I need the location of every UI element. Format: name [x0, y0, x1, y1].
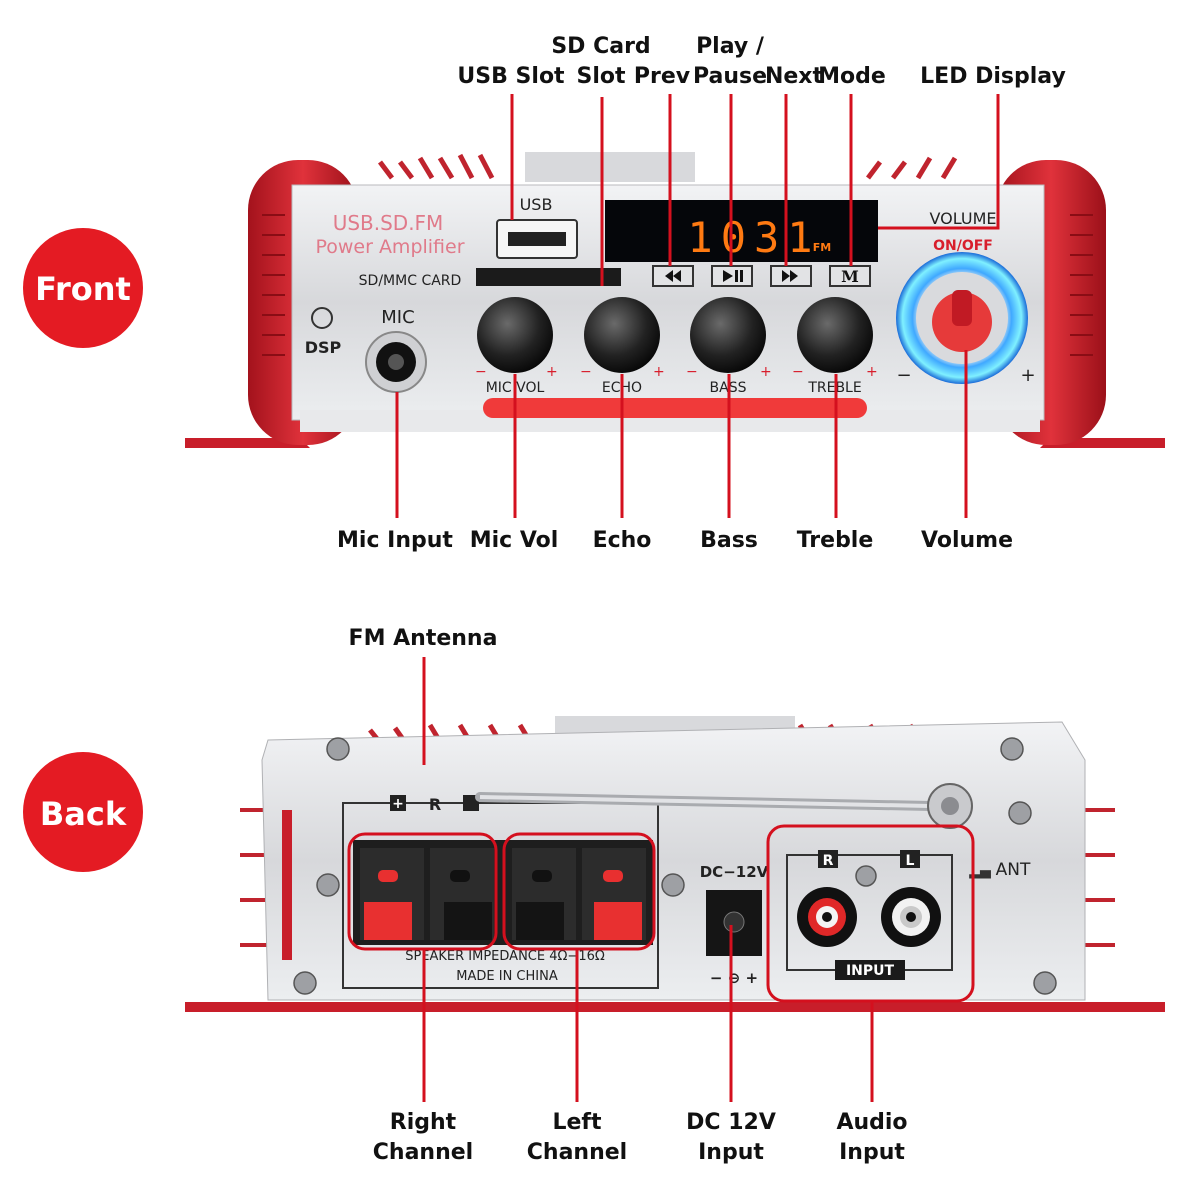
label-treble: Treble: [797, 528, 874, 553]
front-brand-line1: USB.SD.FM: [333, 211, 444, 235]
volume-plus: +: [1020, 365, 1035, 386]
knob-minus-3: −: [686, 364, 698, 380]
volume-minus: −: [896, 365, 911, 386]
bass-knob[interactable]: [690, 297, 766, 373]
next-icon: [782, 270, 790, 282]
play-pause-icon: [723, 270, 733, 282]
ant-label: ANT: [996, 860, 1031, 880]
label-left-channel-2: Channel: [527, 1140, 627, 1165]
usb-port-label: USB: [520, 195, 553, 214]
label-right-channel-2: Channel: [373, 1140, 473, 1165]
label-next: Next: [765, 64, 824, 89]
plus-r-minus-label: R: [429, 795, 441, 814]
label-mic-input: Mic Input: [337, 528, 453, 553]
next-button[interactable]: [770, 265, 812, 287]
prev-button[interactable]: [652, 265, 694, 287]
knob-minus-1: −: [475, 364, 487, 380]
dsp-icon: [311, 307, 333, 329]
label-dc-input-1: DC 12V: [686, 1110, 776, 1135]
rca-left-jack[interactable]: [881, 887, 941, 947]
svg-text:+: +: [392, 796, 404, 812]
label-fm-antenna: FM Antenna: [349, 626, 498, 651]
on-off-label: ON/OFF: [933, 238, 993, 254]
mode-button[interactable]: M: [829, 265, 871, 287]
left-channel-highlight: [502, 832, 656, 951]
knob-minus-2: −: [580, 364, 592, 380]
label-bass: Bass: [700, 528, 758, 553]
knob-plus-3: +: [760, 364, 772, 380]
label-dc-input-2: Input: [698, 1140, 764, 1165]
label-play-pause-2: Pause: [693, 64, 767, 89]
label-prev: Prev: [634, 64, 691, 89]
label-right-channel-1: Right: [390, 1110, 457, 1135]
front-amplifier: USB.SD.FM Power Amplifier USB SD/MMC CAR…: [185, 152, 1165, 448]
label-volume: Volume: [921, 528, 1013, 553]
label-echo: Echo: [593, 528, 652, 553]
label-audio-input-1: Audio: [836, 1110, 907, 1135]
volume-panel-label: VOLUME: [930, 209, 997, 228]
knob-plus-2: +: [653, 364, 665, 380]
dc-jack[interactable]: [706, 890, 762, 956]
mode-button-label: M: [841, 267, 859, 286]
back-badge-label: Back: [40, 795, 127, 833]
led-strip: [483, 398, 867, 418]
mic-vol-knob[interactable]: [477, 297, 553, 373]
back-callouts: [422, 657, 874, 1102]
prev-icon: [665, 270, 673, 282]
label-usb-slot: USB Slot: [457, 64, 565, 89]
input-label: INPUT: [846, 963, 895, 979]
knob-plus-1: +: [546, 364, 558, 380]
sd-card-slot[interactable]: [476, 268, 621, 286]
label-sd-card-slot-1: SD Card: [551, 34, 650, 59]
dc-12v-label: DC−12V: [700, 863, 769, 881]
echo-knob[interactable]: [584, 297, 660, 373]
knob-plus-4: +: [866, 364, 878, 380]
play-pause-button[interactable]: [711, 265, 753, 287]
made-in-china-text: MADE IN CHINA: [456, 969, 558, 984]
back-badge: Back: [23, 752, 143, 872]
mic-label: MIC: [381, 307, 414, 328]
rca-right-jack[interactable]: [797, 887, 857, 947]
label-audio-input-2: Input: [839, 1140, 905, 1165]
speaker-impedance-text: SPEAKER IMPEDANCE 4Ω−16Ω: [405, 949, 605, 964]
rca-l-label: L: [906, 853, 915, 869]
led-display: [605, 200, 878, 262]
label-mic-vol: Mic Vol: [470, 528, 559, 553]
led-display-digits: 1031: [687, 213, 820, 262]
front-brand-line2: Power Amplifier: [315, 236, 464, 258]
front-callouts: [395, 94, 1000, 518]
dc-polarity-label: − ⊖ +: [710, 969, 758, 987]
dsp-label: DSP: [305, 338, 342, 357]
label-mode: Mode: [818, 64, 886, 89]
label-led-display: LED Display: [920, 64, 1066, 89]
sd-card-label: SD/MMC CARD: [359, 273, 462, 289]
label-sd-card-slot-2: Slot: [576, 64, 626, 89]
led-display-fm: FM: [813, 241, 831, 254]
label-play-pause-1: Play /: [696, 34, 765, 59]
treble-knob[interactable]: [797, 297, 873, 373]
front-badge-label: Front: [35, 270, 131, 308]
front-badge: Front: [23, 228, 143, 348]
label-left-channel-1: Left: [552, 1110, 602, 1135]
volume-knob[interactable]: [896, 252, 1028, 384]
knob-minus-4: −: [792, 364, 804, 380]
back-amplifier: + R SPEAKER IMPEDANCE 4Ω−16Ω MADE IN CHI…: [185, 716, 1165, 1012]
fm-antenna[interactable]: [475, 783, 973, 829]
rca-r-label: R: [823, 853, 834, 869]
